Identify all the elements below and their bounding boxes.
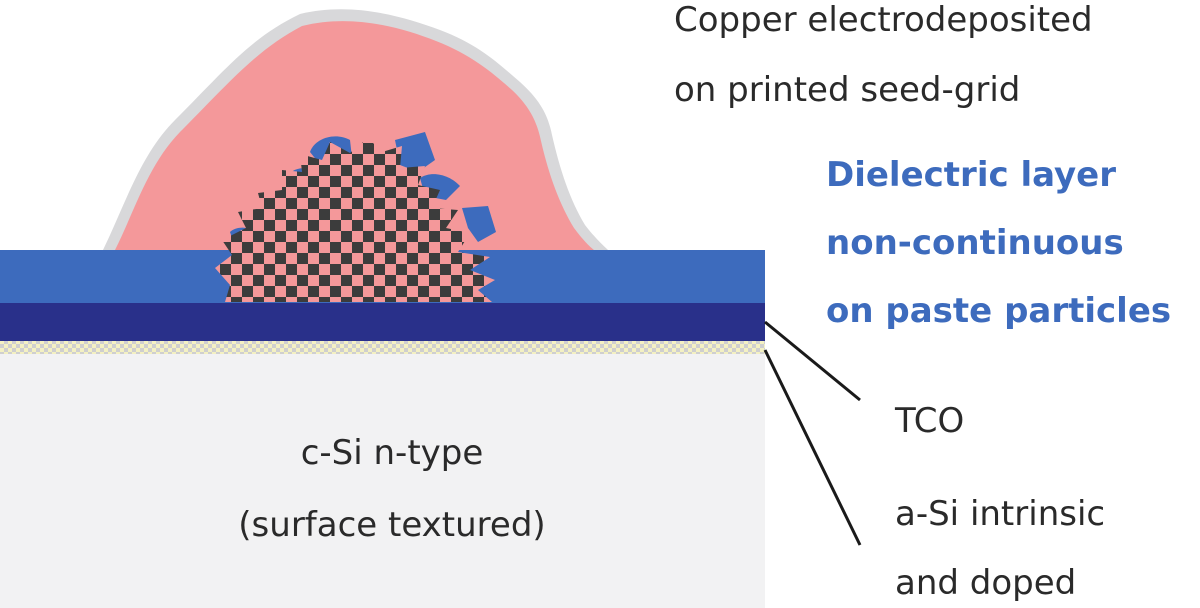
csi-label-line2: (surface textured)	[238, 505, 545, 545]
dielectric-label-line1: Dielectric layer	[826, 155, 1116, 195]
asi-layer	[0, 340, 765, 354]
seed-grid-paste	[215, 138, 495, 302]
asi-label-line2: and doped	[895, 563, 1076, 603]
copper-deposit	[115, 21, 594, 251]
tco-label: TCO	[894, 401, 964, 441]
asi-leader-line	[763, 349, 862, 546]
csi-label-line1: c-Si n-type	[301, 433, 484, 473]
tco-layer	[0, 302, 765, 341]
dielectric-label-line3: on paste particles	[826, 291, 1171, 331]
asi-label-line1: a-Si intrinsic	[895, 494, 1105, 534]
csi-substrate	[0, 353, 765, 608]
tco-leader-line	[764, 320, 861, 402]
dielectric-label-line2: non-continuous	[826, 223, 1124, 263]
copper-label-line2: on printed seed-grid	[674, 70, 1020, 110]
copper-label-line1: Copper electrodeposited	[674, 0, 1093, 40]
